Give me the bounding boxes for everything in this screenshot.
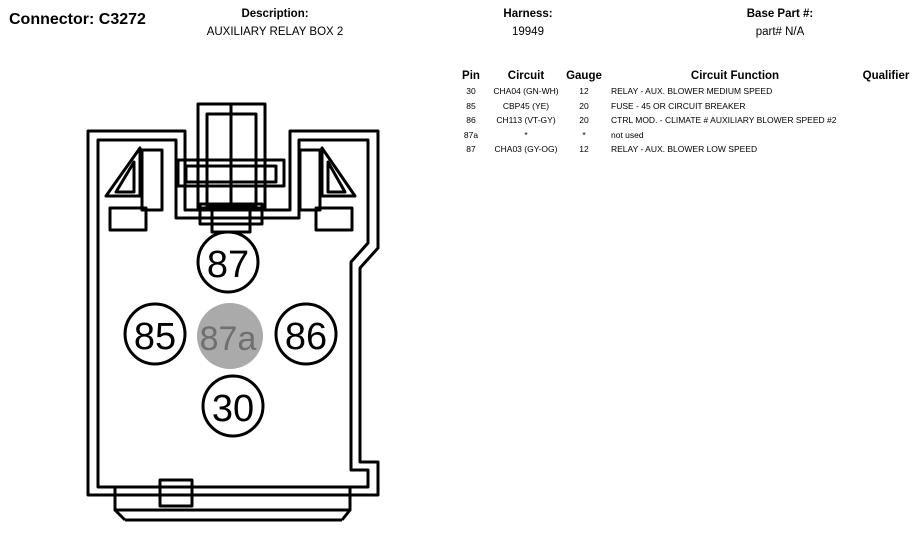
pin-85-label: 85	[134, 316, 176, 358]
pin-table-header: Pin Circuit Gauge Circuit Function Quali…	[453, 68, 913, 84]
cell-circuit: CHA03 (GY-OG)	[494, 144, 558, 155]
table-row: 87 CHA03 (GY-OG) 12 RELAY - AUX. BLOWER …	[453, 142, 913, 157]
cell-circuit: *	[524, 129, 528, 140]
cell-gauge: 20	[579, 115, 589, 126]
base-part-value: part# N/A	[755, 26, 805, 38]
description-label: Description:	[241, 8, 309, 20]
cell-pin: 85	[466, 100, 476, 111]
cell-pin: 87a	[463, 129, 479, 140]
pin-87a-label: 87a	[200, 320, 257, 358]
cell-pin: 87	[466, 144, 476, 155]
cell-pin: 30	[466, 86, 476, 97]
connector-housing-outline	[86, 129, 380, 497]
base-part-label: Base Part #:	[746, 8, 814, 20]
cell-pin: 86	[466, 115, 476, 126]
cell-function: RELAY - AUX. BLOWER LOW SPEED	[611, 144, 758, 155]
table-row: 86 CH113 (VT-GY) 20 CTRL MOD. - CLIMATE …	[453, 113, 913, 128]
header-circuit: Circuit	[507, 70, 545, 82]
table-row: 30 CHA04 (GN-WH) 12 RELAY - AUX. BLOWER …	[453, 84, 913, 99]
cell-function: not used	[611, 129, 644, 140]
cell-gauge: 12	[579, 86, 589, 97]
cell-function: FUSE - 45 OR CIRCUIT BREAKER	[611, 100, 746, 111]
cell-circuit: CBP45 (YE)	[502, 100, 550, 111]
pin-85: 85	[123, 302, 187, 366]
pin-86-label: 86	[285, 316, 327, 358]
table-row: 85 CBP45 (YE) 20 FUSE - 45 OR CIRCUIT BR…	[453, 99, 913, 114]
description-value: AUXILIARY RELAY BOX 2	[206, 26, 344, 38]
cell-function: CTRL MOD. - CLIMATE # AUXILIARY BLOWER S…	[611, 115, 837, 126]
pin-87a-circle	[197, 303, 263, 369]
pin-30-circle	[201, 374, 265, 438]
header-qualifier: Qualifier	[862, 70, 910, 82]
pin-85-circle	[123, 302, 187, 366]
pin-30: 30	[201, 374, 265, 438]
harness-value: 19949	[512, 26, 544, 38]
cell-circuit: CHA04 (GN-WH)	[493, 86, 559, 97]
harness-label: Harness:	[503, 8, 553, 20]
pin-86: 86	[274, 302, 338, 366]
header-pin: Pin	[462, 70, 480, 82]
pin-87a: 87a	[197, 303, 263, 369]
pin-87: 87	[196, 230, 260, 294]
pin-table: Pin Circuit Gauge Circuit Function Quali…	[453, 68, 913, 157]
cell-circuit: CH113 (VT-GY)	[496, 115, 556, 126]
header-circuit-function: Circuit Function	[690, 70, 780, 82]
bottom-lip	[113, 478, 352, 522]
cell-function: RELAY - AUX. BLOWER MEDIUM SPEED	[611, 86, 773, 97]
pin-86-circle	[274, 302, 338, 366]
connector-title: Connector: C3272	[9, 11, 146, 28]
header-gauge: Gauge	[566, 70, 602, 82]
cell-gauge: *	[582, 129, 586, 140]
side-locking-tabs	[104, 146, 357, 212]
pin-87-circle	[196, 230, 260, 294]
cell-gauge: 12	[579, 144, 589, 155]
pin-87-label: 87	[207, 244, 249, 286]
locking-latch	[176, 102, 286, 210]
table-row: 87a * * not used	[453, 128, 913, 143]
pin-30-label: 30	[212, 388, 254, 430]
cell-gauge: 20	[579, 100, 589, 111]
